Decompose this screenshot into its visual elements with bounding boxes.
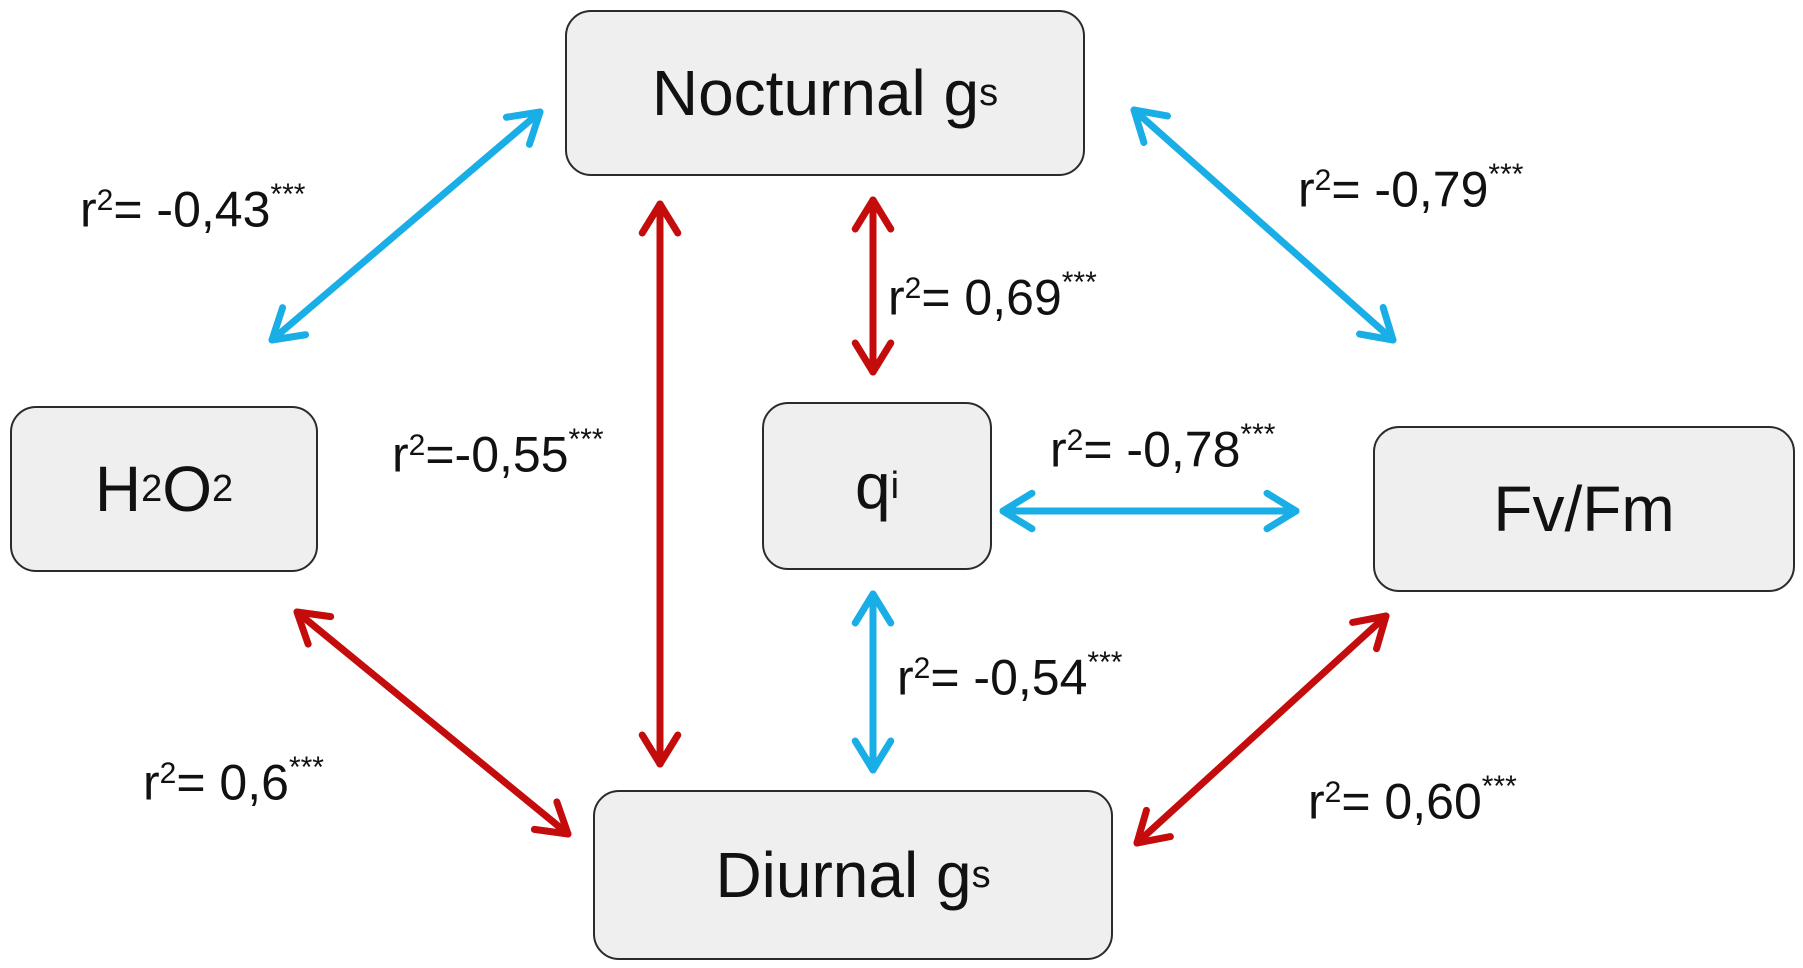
label-significance: *** <box>1061 266 1097 299</box>
label-fvfm-diurnal: r2= 0,60*** <box>1308 772 1517 827</box>
arrowhead-end-0 <box>268 304 310 344</box>
node-diurnal-sub: s <box>971 853 991 896</box>
node-fvfm: Fv/Fm <box>1373 426 1795 592</box>
arrowhead-start-5 <box>851 590 895 627</box>
node-diurnal-text: Diurnal g <box>715 839 972 911</box>
label-r: r <box>1308 773 1325 830</box>
label-value: = 0,60 <box>1341 773 1482 830</box>
label-exp: 2 <box>913 652 931 685</box>
arrowhead-start-4 <box>999 489 1036 533</box>
label-significance: *** <box>270 178 306 211</box>
label-nocturnal-fvfm: r2= -0,79*** <box>1298 160 1523 215</box>
label-r: r <box>80 181 97 238</box>
label-value: = -0,43 <box>113 181 271 238</box>
arrowhead-start-6 <box>293 608 335 648</box>
arrowhead-start-0 <box>502 108 544 148</box>
arrowhead-start-2 <box>851 196 895 233</box>
node-nocturnal-text: Nocturnal g <box>651 57 980 129</box>
edge-line-6 <box>293 608 572 838</box>
node-h2o2-sub2: 2 <box>212 467 234 510</box>
arrowhead-start-1 <box>1130 106 1171 147</box>
label-exp: 2 <box>904 272 922 305</box>
label-exp: 2 <box>96 184 114 217</box>
label-r: r <box>143 754 160 811</box>
label-value: = -0,54 <box>930 649 1088 706</box>
arrowhead-end-7 <box>1133 806 1174 847</box>
label-significance: *** <box>1488 158 1524 191</box>
label-r: r <box>1298 161 1315 218</box>
label-r: r <box>392 426 409 483</box>
label-value: = -0,78 <box>1083 421 1241 478</box>
label-r: r <box>897 649 914 706</box>
label-value: = -0,79 <box>1331 161 1489 218</box>
node-h2o2-sub1: 2 <box>141 467 163 510</box>
arrowhead-end-3 <box>638 731 682 768</box>
label-r: r <box>888 269 905 326</box>
label-exp: 2 <box>408 429 426 462</box>
label-nocturnal-diurnal: r2=-0,55*** <box>392 425 604 480</box>
node-nocturnal-sub: s <box>979 71 999 114</box>
label-nocturnal-qi: r2= 0,69*** <box>888 268 1097 323</box>
arrowhead-end-1 <box>1356 303 1397 344</box>
label-significance: *** <box>1481 770 1517 803</box>
label-exp: 2 <box>1066 424 1084 457</box>
arrowhead-end-4 <box>1263 489 1300 533</box>
label-significance: *** <box>288 751 324 784</box>
label-nocturnal-h2o2: r2= -0,43*** <box>80 180 305 235</box>
edge-line-7 <box>1133 612 1390 847</box>
label-qi-fvfm: r2= -0,78*** <box>1050 420 1275 475</box>
label-value: =-0,55 <box>425 426 569 483</box>
arrowhead-start-3 <box>638 200 682 237</box>
label-exp: 2 <box>1314 164 1332 197</box>
label-exp: 2 <box>1324 776 1342 809</box>
node-h2o2-h: H <box>94 453 142 525</box>
label-significance: *** <box>1087 646 1123 679</box>
node-qi-sub: i <box>890 464 900 507</box>
label-significance: *** <box>568 423 604 456</box>
label-r: r <box>1050 421 1067 478</box>
node-qi-text: q <box>854 450 891 522</box>
label-exp: 2 <box>159 757 177 790</box>
node-h2o2-o: O <box>162 453 212 525</box>
edge-line-1 <box>1130 106 1397 344</box>
edge-line-0 <box>268 108 544 344</box>
label-qi-diurnal: r2= -0,54*** <box>897 648 1122 703</box>
label-significance: *** <box>1240 418 1276 451</box>
arrowhead-end-6 <box>530 798 572 838</box>
label-value: = 0,6 <box>176 754 289 811</box>
label-h2o2-diurnal: r2= 0,6*** <box>143 753 324 808</box>
arrowhead-start-7 <box>1349 612 1390 653</box>
node-fvfm-text: Fv/Fm <box>1493 473 1675 545</box>
arrowhead-end-2 <box>851 339 895 376</box>
label-value: = 0,69 <box>921 269 1062 326</box>
arrowhead-end-5 <box>851 737 895 774</box>
